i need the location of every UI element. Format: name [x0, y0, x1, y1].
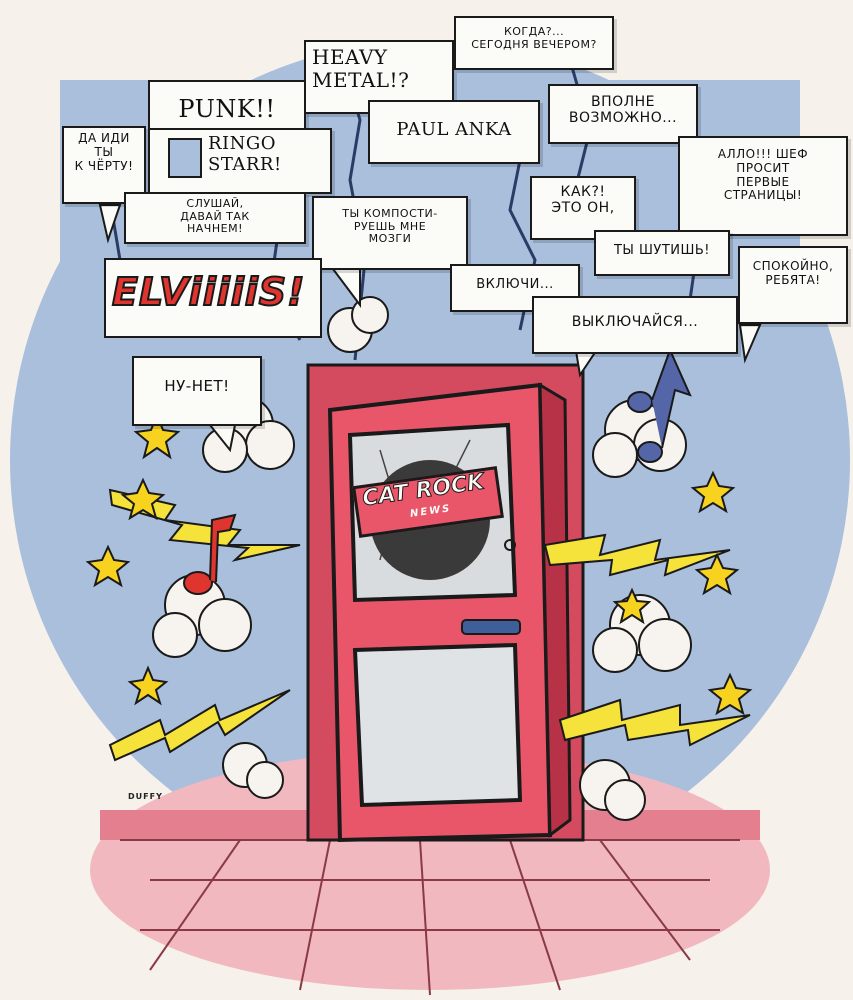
- artist-signature: DUFFY: [128, 792, 163, 801]
- bubble-vpolne: ВПОЛНЕ ВОЗМОЖНО...: [548, 84, 698, 144]
- bubble-slushay: СЛУШАЙ, ДАВАЙ ТАК НАЧНЕМ!: [124, 192, 306, 244]
- bubble-spokoyno: СПОКОЙНО, РЕБЯТА!: [738, 246, 848, 324]
- bubble-kompost: ТЫ КОМПОСТИ- РУЕШЬ МНЕ МОЗГИ: [312, 196, 468, 270]
- star-icon: [85, 412, 753, 716]
- door-keyhole: [504, 539, 516, 551]
- door-window-bottom: [352, 642, 523, 808]
- bubble-shutish: ТЫ ШУТИШЬ!: [594, 230, 730, 276]
- elvis-splash: [104, 258, 322, 338]
- elvis-text: ELViiiiiS!: [111, 269, 306, 315]
- bubble-nu-net: НУ-НЕТ!: [132, 356, 262, 426]
- bubble-heavy-metal: HEAVY METAL!?: [304, 40, 454, 114]
- bubble-kak: КАК?! ЭТО ОН,: [530, 176, 636, 240]
- bubble-vyklyuchaysya: ВЫКЛЮЧАЙСЯ...: [532, 296, 738, 354]
- bubble-paul-anka: PAUL ANKA: [368, 100, 540, 164]
- bubble-vklyuchi: ВКЛЮЧИ...: [450, 264, 580, 312]
- door-handle-icon: [461, 619, 521, 635]
- bubble-kogda: КОГДА?... СЕГОДНЯ ВЕЧЕРОМ?: [454, 16, 614, 70]
- bubble-da-idi: ДА ИДИ ТЫ К ЧЁРТУ!: [62, 126, 146, 204]
- bubble-allo: АЛЛО!!! ШЕФ ПРОСИТ ПЕРВЫЕ СТРАНИЦЫ!: [678, 136, 848, 236]
- lightning-bolt-icon: [108, 488, 751, 762]
- music-note-icon: [183, 347, 692, 595]
- ringo-photo-box: [168, 138, 202, 178]
